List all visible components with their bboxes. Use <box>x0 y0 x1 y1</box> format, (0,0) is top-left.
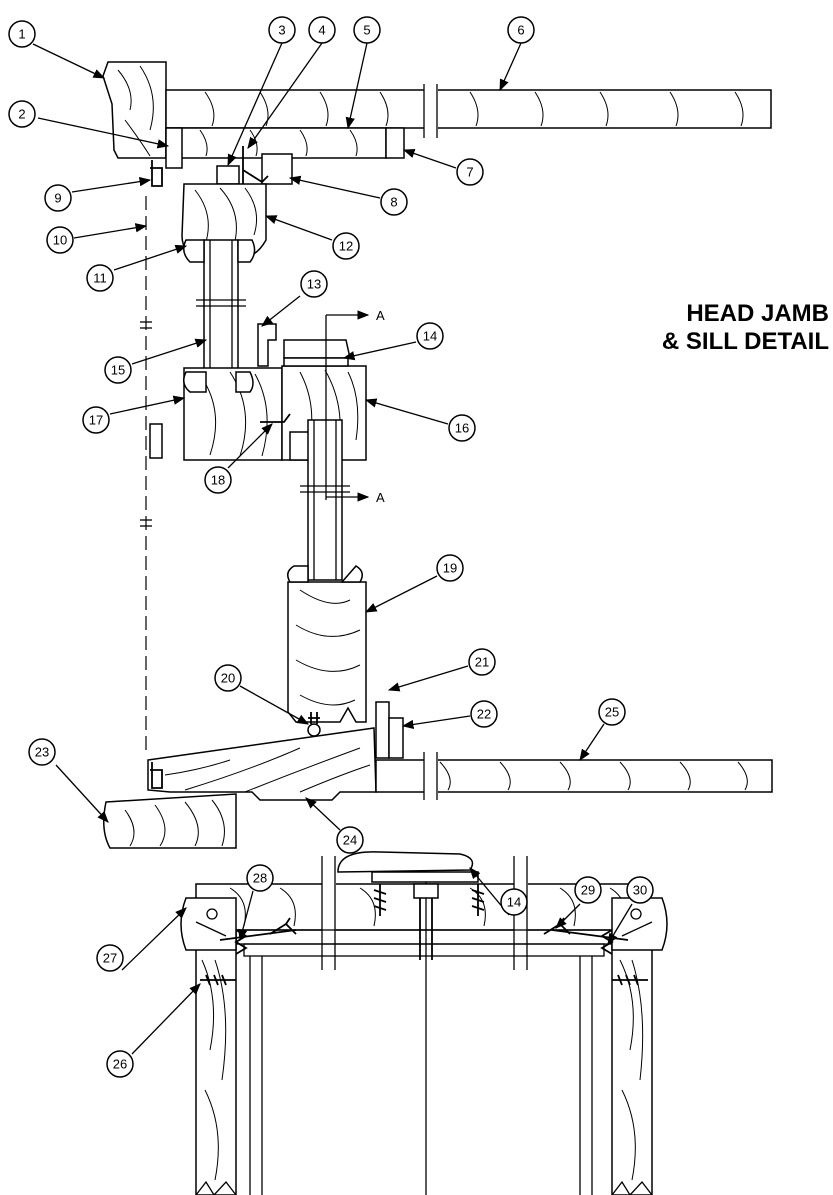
svg-text:4: 4 <box>318 23 325 38</box>
svg-text:25: 25 <box>605 705 619 720</box>
callout-14-section: 14 <box>500 888 528 916</box>
svg-text:19: 19 <box>443 561 457 576</box>
spring-clip <box>242 146 269 184</box>
callout-30: 30 <box>626 876 654 904</box>
callout-18: 18 <box>204 466 232 494</box>
title-line-2: & SILL DETAIL <box>661 328 829 355</box>
callout-3: 3 <box>268 16 296 44</box>
callout-16: 16 <box>448 414 476 442</box>
callout-25: 25 <box>598 698 626 726</box>
svg-text:15: 15 <box>111 363 125 378</box>
section-marker-bottom: A <box>376 490 385 505</box>
right-jamb <box>611 929 653 1195</box>
svg-text:22: 22 <box>477 707 491 722</box>
svg-text:9: 9 <box>54 191 61 206</box>
sash-lock-cam <box>337 851 474 873</box>
interior-stop <box>375 701 390 759</box>
svg-text:12: 12 <box>339 239 353 254</box>
jamb-screw-right <box>612 974 648 986</box>
callout-22: 22 <box>470 700 498 728</box>
sill-stop <box>388 717 404 759</box>
svg-text:8: 8 <box>390 195 397 210</box>
head-stop <box>261 153 293 185</box>
callout-21: 21 <box>468 648 496 676</box>
leader-lines <box>32 42 633 1055</box>
svg-text:10: 10 <box>53 233 67 248</box>
callout-14: 14 <box>416 322 444 350</box>
callout-1: 1 <box>8 20 36 48</box>
svg-text:7: 7 <box>466 165 473 180</box>
lock-screw-left <box>373 884 387 916</box>
callouts: 1 2 3 4 5 6 7 8 9 10 11 12 13 14 15 16 1… <box>8 16 654 1078</box>
callout-28: 28 <box>246 864 274 892</box>
lower-sash-bottom-rail <box>287 581 367 723</box>
svg-text:14: 14 <box>423 329 437 344</box>
callout-29: 29 <box>574 876 602 904</box>
callout-8: 8 <box>380 188 408 216</box>
jamb-liner-right <box>611 897 668 951</box>
svg-text:29: 29 <box>581 883 595 898</box>
callout-7: 7 <box>456 158 484 186</box>
callout-4: 4 <box>308 16 336 44</box>
section-marker-top: A <box>376 308 385 323</box>
lock-screw-right <box>471 884 485 916</box>
callout-17: 17 <box>82 406 110 434</box>
svg-text:26: 26 <box>113 1057 127 1072</box>
svg-text:13: 13 <box>307 277 321 292</box>
jamb-liner-left <box>180 897 237 951</box>
svg-text:27: 27 <box>103 951 117 966</box>
svg-text:21: 21 <box>475 655 489 670</box>
sash-weatherstrip <box>307 723 321 737</box>
svg-text:24: 24 <box>343 833 357 848</box>
head-assembly: A A <box>102 61 773 849</box>
callout-15: 15 <box>104 356 132 384</box>
callout-6: 6 <box>507 16 535 44</box>
svg-text:20: 20 <box>221 671 235 686</box>
callout-23: 23 <box>28 738 56 766</box>
callout-2: 2 <box>8 100 36 128</box>
sash-lock-keeper <box>257 323 277 367</box>
callout-27: 27 <box>96 944 124 972</box>
callout-20: 20 <box>214 664 242 692</box>
interior-sill-board <box>375 759 773 793</box>
callout-5: 5 <box>353 16 381 44</box>
head-board-panel <box>165 89 772 129</box>
section-view-aa <box>180 851 668 1195</box>
svg-text:2: 2 <box>18 107 25 122</box>
lock-screw <box>260 413 291 423</box>
svg-text:30: 30 <box>633 883 647 898</box>
parting-bead <box>216 165 240 185</box>
left-jamb <box>195 929 237 1195</box>
svg-text:5: 5 <box>363 23 370 38</box>
drip-cap <box>150 160 163 187</box>
callout-13: 13 <box>300 270 328 298</box>
sill-nosing <box>103 793 237 849</box>
svg-text:3: 3 <box>278 23 285 38</box>
callout-12: 12 <box>332 232 360 260</box>
callout-10: 10 <box>46 226 74 254</box>
svg-text:6: 6 <box>517 23 524 38</box>
title-line-1: HEAD JAMB <box>686 300 829 327</box>
callout-26: 26 <box>106 1050 134 1078</box>
svg-text:28: 28 <box>253 871 267 886</box>
svg-text:17: 17 <box>89 413 103 428</box>
svg-text:14: 14 <box>507 895 521 910</box>
callout-11: 11 <box>86 264 114 292</box>
sash-lock <box>283 339 351 359</box>
callout-19: 19 <box>436 554 464 582</box>
callout-9: 9 <box>44 184 72 212</box>
svg-text:16: 16 <box>455 421 469 436</box>
blind-stop <box>165 127 183 169</box>
glazing-bead-upper <box>183 239 205 263</box>
svg-text:23: 23 <box>35 745 49 760</box>
callout-24: 24 <box>336 826 364 854</box>
svg-text:1: 1 <box>18 27 25 42</box>
svg-text:18: 18 <box>211 473 225 488</box>
jamb-screw-left <box>200 974 236 986</box>
svg-text:11: 11 <box>93 271 107 286</box>
